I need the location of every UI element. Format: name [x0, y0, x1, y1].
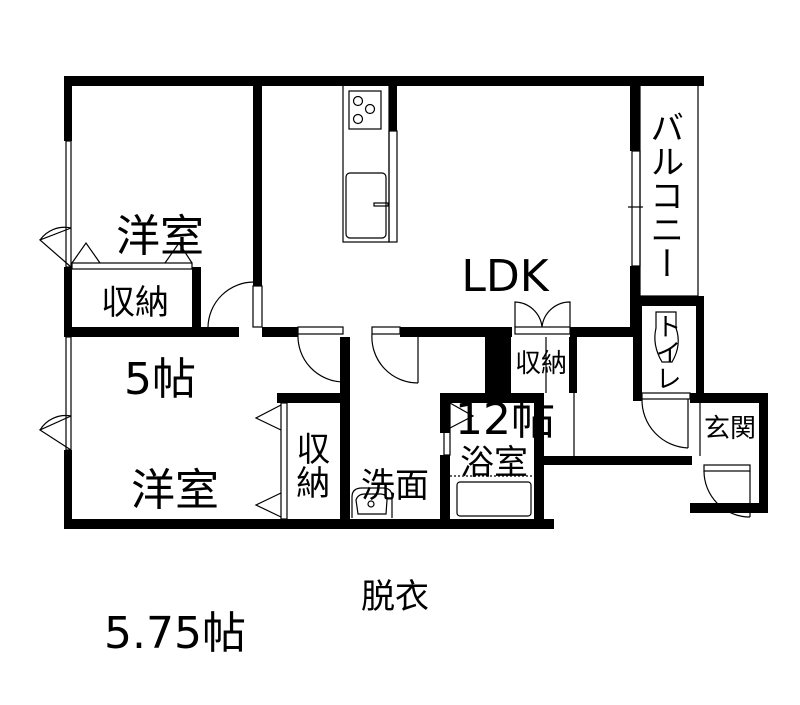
room-size: 5帖 [124, 353, 196, 405]
room-name: LDK [461, 251, 549, 303]
room-size: 12帖 [455, 393, 555, 445]
thin-lines [38, 83, 751, 520]
room-label-ldk: LDK 12帖 [430, 158, 580, 491]
room-label-toilet: トイレ [651, 313, 682, 391]
room-label-washroom: 洗面 脱衣 [350, 395, 440, 652]
room-size: 5.75帖 [104, 607, 246, 659]
room-label-storage-2: 収納 [289, 431, 330, 499]
room-label-balcony: バルコニー [643, 110, 684, 280]
room-label-bathroom: 浴室 [460, 443, 528, 483]
room-label-entrance: 玄関 [703, 414, 756, 444]
room-label-western-1: 洋室 5帖 [90, 118, 230, 451]
room-name: 洋室 [131, 465, 219, 517]
walls [64, 76, 768, 529]
room-name: 洋室 [116, 211, 204, 263]
room-label-western-2: 洋室 5.75帖 [85, 372, 265, 705]
room-label-storage-3: 収納 [514, 349, 567, 379]
room-name-line-1: 洗面 [361, 466, 429, 507]
room-name-line-2: 脱衣 [361, 576, 429, 617]
room-label-storage-1: 収納 [101, 283, 169, 323]
floor-plan [38, 76, 768, 529]
